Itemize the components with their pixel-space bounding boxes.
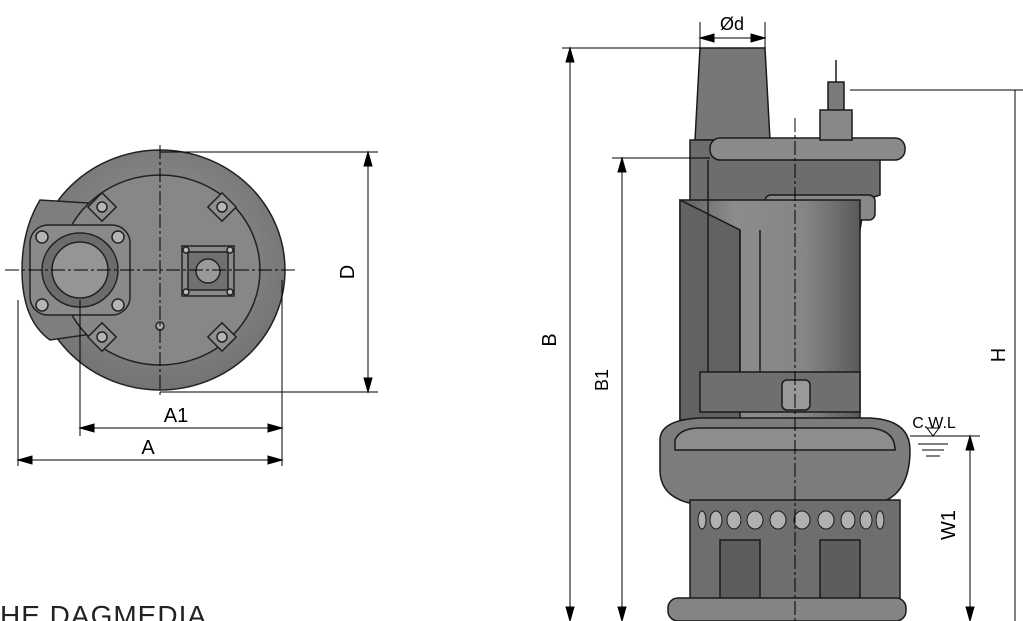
- dim-label-d: D: [337, 265, 359, 279]
- side-view-dimensions: [562, 22, 1023, 621]
- footer-caption: HE DAGMEDIA: [0, 600, 208, 621]
- bolt-icon: [35, 230, 49, 244]
- dim-label-diameter: Ød: [720, 14, 744, 34]
- side-view: [659, 47, 911, 621]
- strainer-holes: [697, 510, 885, 530]
- body-bolts: [86, 191, 238, 353]
- cwl-label: C.W.L: [912, 415, 956, 432]
- discharge-nozzle: [694, 47, 771, 141]
- cable-gland: [827, 81, 845, 113]
- lower-band: [699, 371, 861, 413]
- bolt-icon: [35, 298, 49, 312]
- bolt-icon: [111, 230, 125, 244]
- dim-label-b1: B1: [592, 369, 612, 391]
- lug-icon: [781, 379, 811, 411]
- lifting-handle: [709, 137, 906, 161]
- bolt-icon: [111, 298, 125, 312]
- dim-label-a: A: [141, 437, 155, 459]
- base-ring: [667, 597, 907, 621]
- dim-label-a1: A1: [164, 405, 188, 427]
- dim-label-w1: W1: [938, 510, 960, 540]
- top-view-dimensions: [16, 150, 378, 466]
- dim-label-h: H: [988, 348, 1010, 362]
- dim-label-b: B: [539, 333, 561, 346]
- top-view: [5, 145, 295, 395]
